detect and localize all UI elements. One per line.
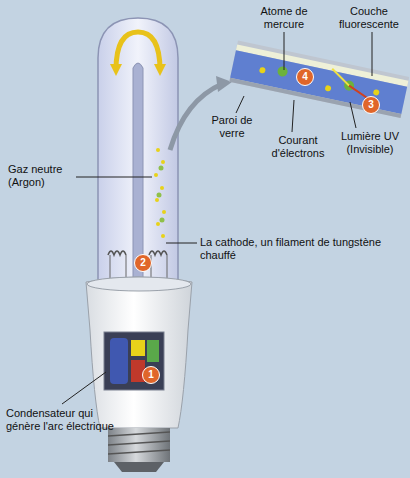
callout-number: 2 xyxy=(134,254,152,272)
part-label: Condensateur qui génère l'arc électrique xyxy=(6,407,116,433)
part-label: Lumière UV (Invisible) xyxy=(334,130,406,156)
callout-number: 4 xyxy=(296,68,314,86)
part-label: Courant d'électrons xyxy=(262,134,334,160)
callout-number: 3 xyxy=(362,96,380,114)
part-label: Couche fluorescente xyxy=(332,5,406,31)
part-label: Atome de mercure xyxy=(244,5,324,31)
part-label: Paroi de verre xyxy=(206,114,258,140)
part-label: Gaz neutre (Argon) xyxy=(8,163,74,189)
callout-number: 1 xyxy=(142,366,160,384)
part-label: La cathode, un filament de tungstène cha… xyxy=(200,236,390,262)
